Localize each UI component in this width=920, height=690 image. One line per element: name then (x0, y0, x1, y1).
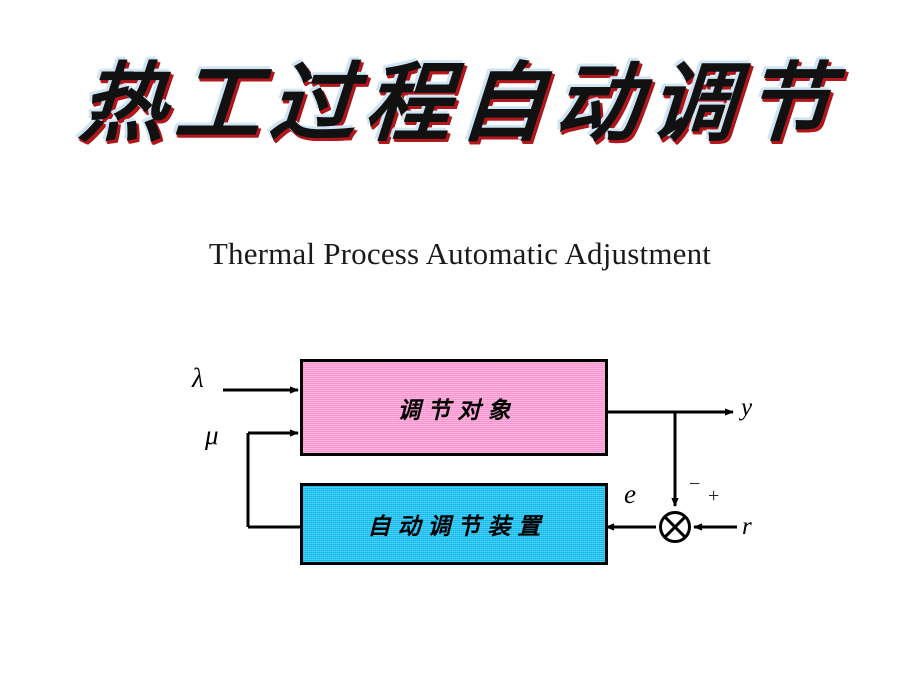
summing-junction-plus-sign: + (708, 485, 720, 507)
page-subtitle: Thermal Process Automatic Adjustment (208, 236, 712, 271)
signal-label-r: r (742, 513, 752, 540)
block-controller[interactable]: 自动调节装置 (300, 483, 608, 565)
signal-label-y: y (741, 394, 753, 421)
block-plant[interactable]: 调节对象 (300, 359, 608, 456)
block-controller-label: 自动调节装置 (367, 514, 548, 540)
summing-junction-minus-sign: − (689, 473, 701, 495)
signal-label-e: e (624, 479, 636, 509)
block-plant-label: 调节对象 (397, 397, 518, 424)
signal-label-mu: μ (205, 420, 219, 450)
summing-junction-icon (659, 511, 691, 543)
signal-label-lambda: λ (192, 363, 204, 393)
